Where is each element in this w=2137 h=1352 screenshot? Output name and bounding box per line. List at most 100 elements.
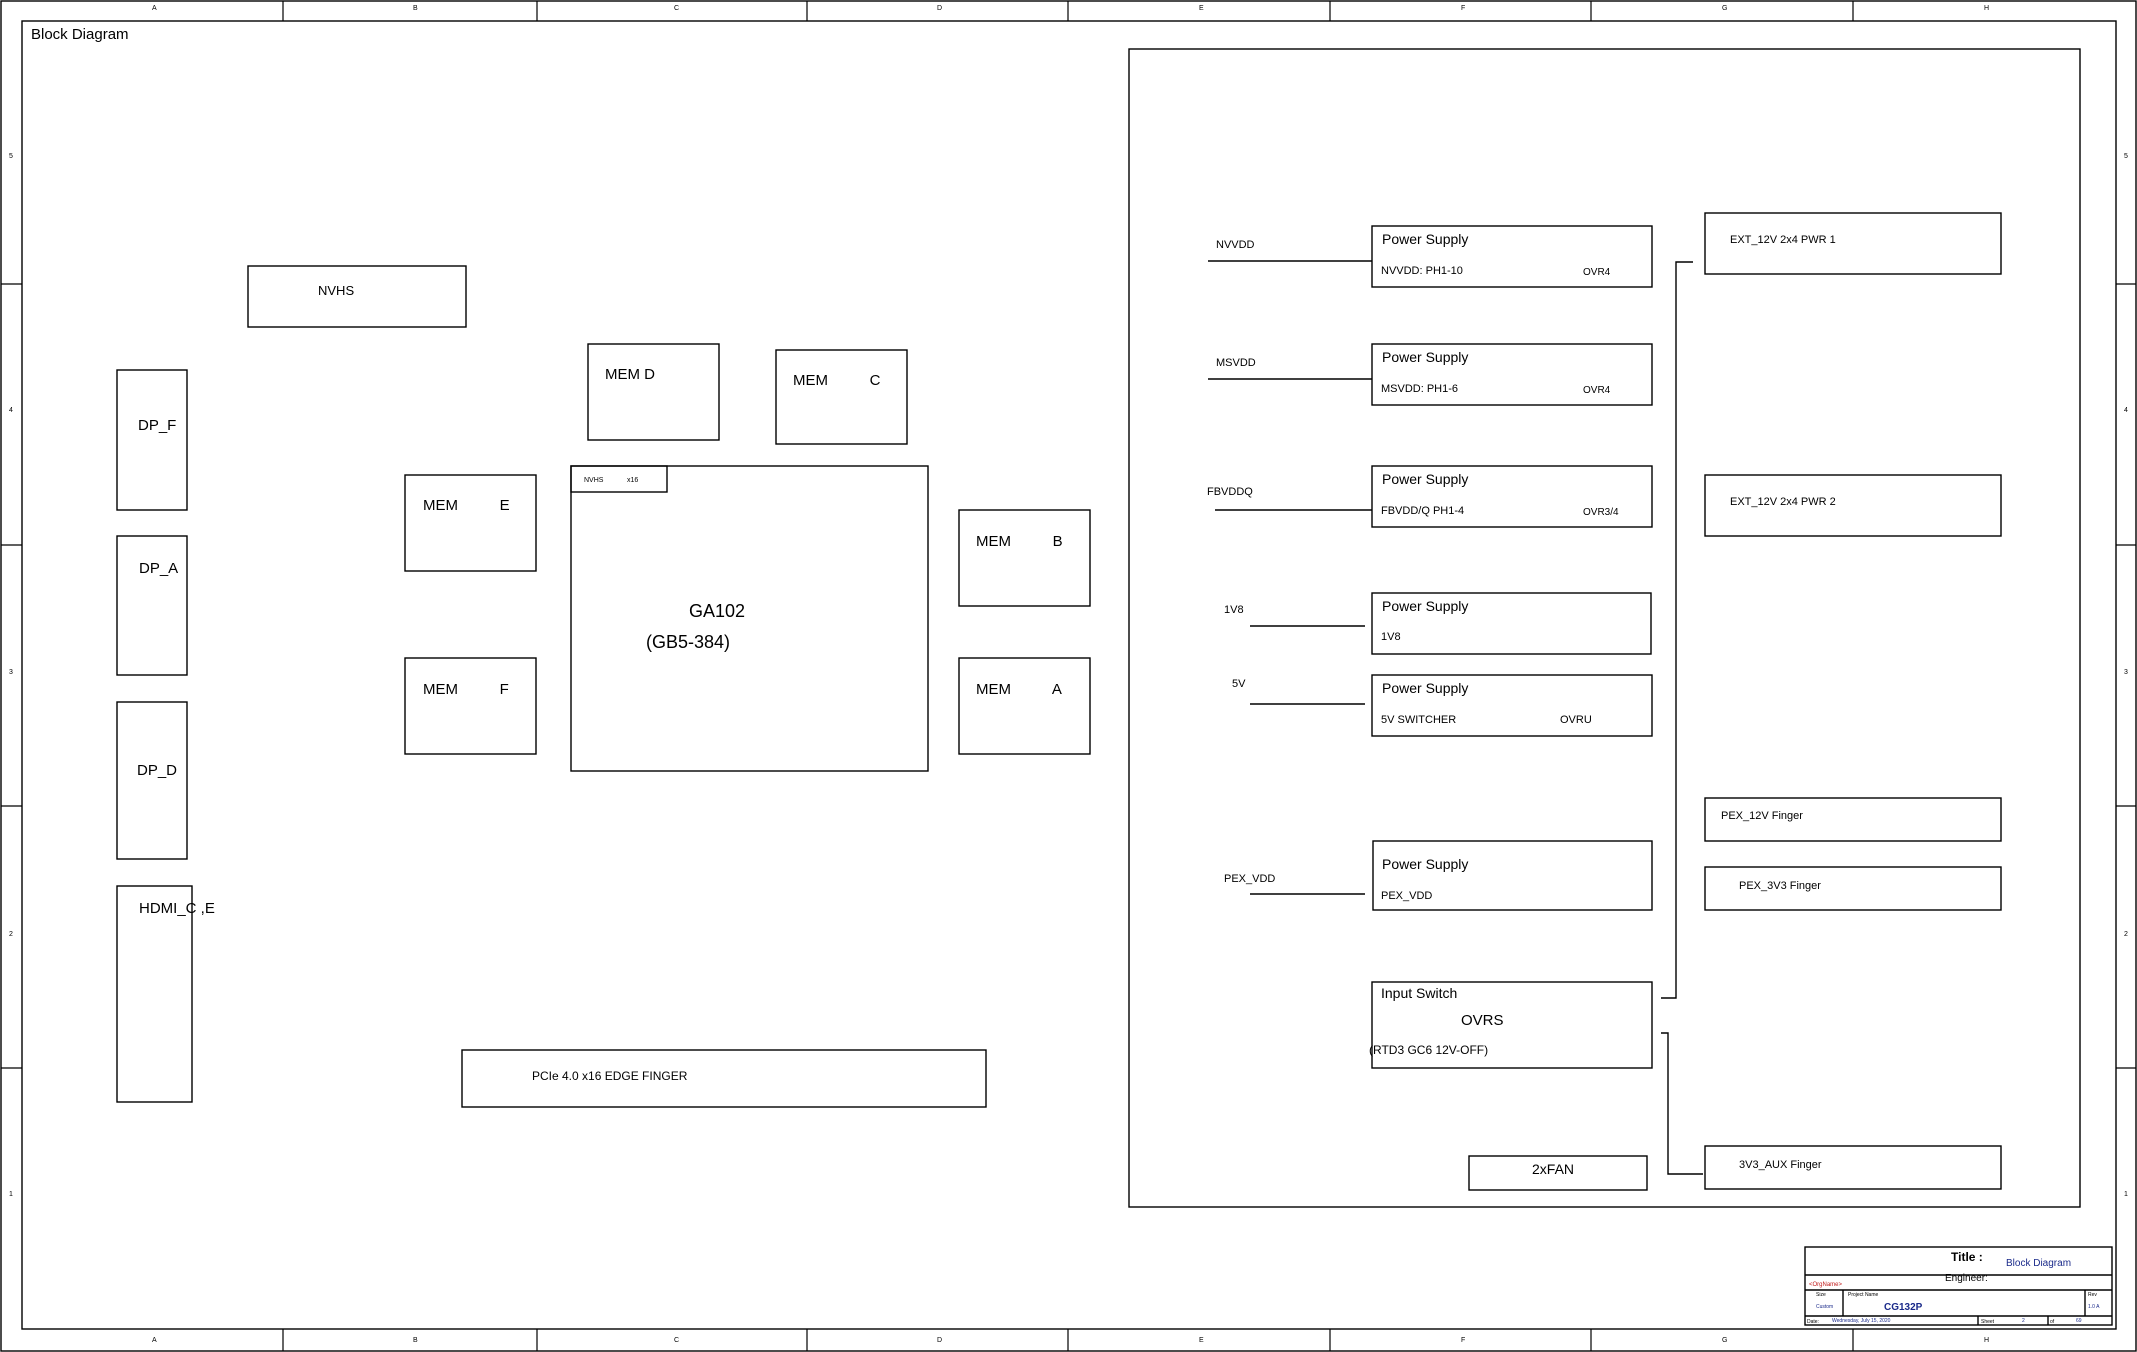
3v3-aux-finger-block: 3V3_AUX Finger: [1704, 1145, 2002, 1190]
rev-value: 1.0 A: [2088, 1304, 2100, 1310]
ext-12v-pwr1-label: EXT_12V 2x4 PWR 1: [1730, 234, 1836, 246]
zone-number: 2: [2124, 931, 2128, 938]
power-supply-title: Power Supply: [1382, 471, 1468, 487]
gpu-tag-x16: x16: [627, 477, 638, 484]
zone-letters-top: A B C D E F G H: [152, 5, 1989, 12]
zone-letter: D: [937, 5, 942, 12]
input-switch-block: Input Switch OVRS (RTD3 GC6 12V-OFF): [1369, 981, 1653, 1069]
power-supply-pex: Power Supply PEX_VDD: [1372, 840, 1653, 911]
gpu-tag-box: [570, 465, 668, 493]
mem-a-block: MEM A: [958, 657, 1091, 755]
zone-letter: F: [1461, 5, 1465, 12]
power-supply-detail: 5V SWITCHER: [1381, 714, 1456, 726]
zone-number: 3: [2124, 669, 2128, 676]
project-label: Project Name: [1848, 1292, 1879, 1298]
rail-pex-label: PEX_VDD: [1224, 873, 1275, 885]
size-value: Custom: [1816, 1304, 1833, 1310]
zone-letter: C: [674, 5, 679, 12]
title-value: Block Diagram: [2006, 1258, 2071, 1269]
power-supply-title: Power Supply: [1382, 231, 1468, 247]
rail-msvdd-label: MSVDD: [1216, 357, 1256, 369]
nvhs-label: NVHS: [318, 283, 354, 298]
sheet-number: 2: [2022, 1318, 2025, 1324]
zone-number: 1: [9, 1191, 13, 1198]
input-bus-main: [1661, 261, 1693, 999]
zone-letters-bottom: A B C D E F G H: [152, 1337, 1989, 1344]
zone-letter: H: [1984, 1337, 1989, 1344]
input-switch-title: Input Switch: [1381, 985, 1457, 1001]
mem-d-block: MEM D: [587, 343, 720, 441]
pex-3v3-finger-block: PEX_3V3 Finger: [1704, 866, 2002, 911]
pex-12v-finger-block: PEX_12V Finger: [1704, 797, 2002, 842]
power-supply-title: Power Supply: [1382, 598, 1468, 614]
org-name: <OrgName>: [1809, 1282, 1843, 1288]
power-supply-title: Power Supply: [1382, 349, 1468, 365]
power-supply-detail: MSVDD: PH1-6: [1381, 383, 1458, 395]
mem-f-label: MEM F: [423, 681, 509, 698]
dp-d-block: DP_D: [116, 701, 188, 860]
3v3-aux-finger-label: 3V3_AUX Finger: [1739, 1159, 1822, 1171]
zone-letter: A: [152, 1337, 157, 1344]
power-supply-detail: FBVDD/Q PH1-4: [1381, 505, 1464, 517]
mem-b-label: MEM B: [976, 533, 1063, 550]
zone-letter: B: [413, 5, 418, 12]
rail-nvvdd-label: NVVDD: [1216, 239, 1255, 251]
ext-12v-pwr1-block: EXT_12V 2x4 PWR 1: [1704, 212, 2002, 275]
power-supply-title: Power Supply: [1382, 680, 1468, 696]
zone-number: 5: [9, 153, 13, 160]
date-label: Date:: [1807, 1319, 1819, 1325]
power-supply-tag: OVRU: [1560, 714, 1592, 726]
power-supply-detail: NVVDD: PH1-10: [1381, 265, 1463, 277]
power-supply-1v8: Power Supply 1V8: [1371, 592, 1652, 655]
project-value: CG132P: [1884, 1302, 1923, 1313]
zone-dividers-horizontal: [282, 1, 1854, 1351]
power-supply-tag: OVR4: [1583, 267, 1611, 278]
pcie-label: PCIe 4.0 x16 EDGE FINGER: [532, 1069, 688, 1083]
dp-d-label: DP_D: [137, 762, 177, 779]
power-supply-msvdd: Power Supply MSVDD: PH1-6 OVR4: [1371, 343, 1653, 406]
mem-a-label: MEM A: [976, 681, 1062, 698]
sheet-total: 69: [2076, 1318, 2082, 1324]
zone-number: 5: [2124, 153, 2128, 160]
zone-numbers-left: 5 4 3 2 1: [9, 153, 13, 1198]
power-supply-tag: OVR4: [1583, 385, 1611, 396]
zone-letter: G: [1722, 1337, 1727, 1344]
power-supply-detail: PEX_VDD: [1381, 890, 1432, 902]
zone-number: 1: [2124, 1191, 2128, 1198]
sheet-title: Block Diagram: [31, 26, 129, 43]
ext-12v-pwr2-label: EXT_12V 2x4 PWR 2: [1730, 496, 1836, 508]
zone-number: 3: [9, 669, 13, 676]
size-label: Size: [1816, 1292, 1826, 1298]
sheet-label: Sheet: [1981, 1319, 1995, 1325]
zone-dividers-vertical: [1, 283, 2136, 1069]
zone-letter: E: [1199, 5, 1204, 12]
zone-letter: A: [152, 5, 157, 12]
zone-letter: H: [1984, 5, 1989, 12]
gpu-block: NVHS x16 GA102 (GB5-384): [570, 465, 929, 772]
zone-number: 4: [2124, 407, 2128, 414]
fan-block: 2xFAN: [1468, 1155, 1648, 1191]
of-label: of: [2050, 1319, 2055, 1325]
rail-5v-label: 5V: [1232, 678, 1246, 690]
gpu-subtitle: (GB5-384): [646, 632, 730, 652]
power-supply-5v: Power Supply 5V SWITCHER OVRU: [1371, 674, 1653, 737]
title-block: Title : Block Diagram Engineer: <OrgName…: [1804, 1246, 2113, 1326]
power-supply-title: Power Supply: [1382, 856, 1468, 872]
sheet-inner-border: [21, 20, 2117, 1330]
gpu-name: GA102: [689, 601, 745, 621]
input-switch-name: OVRS: [1461, 1012, 1504, 1029]
power-supply-detail: 1V8: [1381, 631, 1401, 643]
mem-b-block: MEM B: [958, 509, 1091, 607]
mem-e-label: MEM E: [423, 497, 510, 514]
power-supply-fbvddq: Power Supply FBVDD/Q PH1-4 OVR3/4: [1371, 465, 1653, 528]
input-bus-aux: [1661, 1032, 1703, 1175]
zone-letter: C: [674, 1337, 679, 1344]
gpu-tag-nvhs: NVHS: [584, 477, 604, 484]
engineer-label: Engineer:: [1945, 1273, 1988, 1284]
mem-f-block: MEM F: [404, 657, 537, 755]
dp-a-label: DP_A: [139, 560, 178, 577]
power-supply-nvvdd: Power Supply NVVDD: PH1-10 OVR4: [1371, 225, 1653, 288]
dp-f-label: DP_F: [138, 417, 176, 434]
fan-label: 2xFAN: [1532, 1161, 1574, 1177]
